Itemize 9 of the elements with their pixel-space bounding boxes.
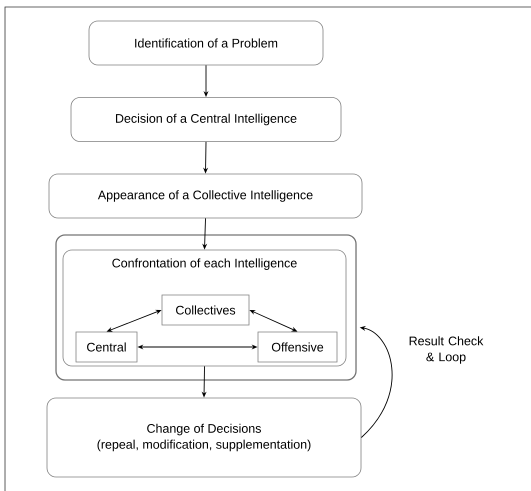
- process-box: Appearance of a Collective Intelligence: [48, 174, 362, 218]
- label-box: Collectives: [162, 294, 250, 326]
- process-box: Change of Decisions (repeal, modification, supplementation): [46, 398, 362, 478]
- edge-label: Result Check & Loop: [410, 336, 484, 364]
- process-box: Identification of a Problem: [88, 20, 324, 66]
- label-box: Central: [76, 332, 138, 362]
- process-box: Decision of a Central Intelligence: [70, 97, 342, 142]
- group-frame: [55, 234, 357, 381]
- label-box: Offensive: [258, 332, 338, 362]
